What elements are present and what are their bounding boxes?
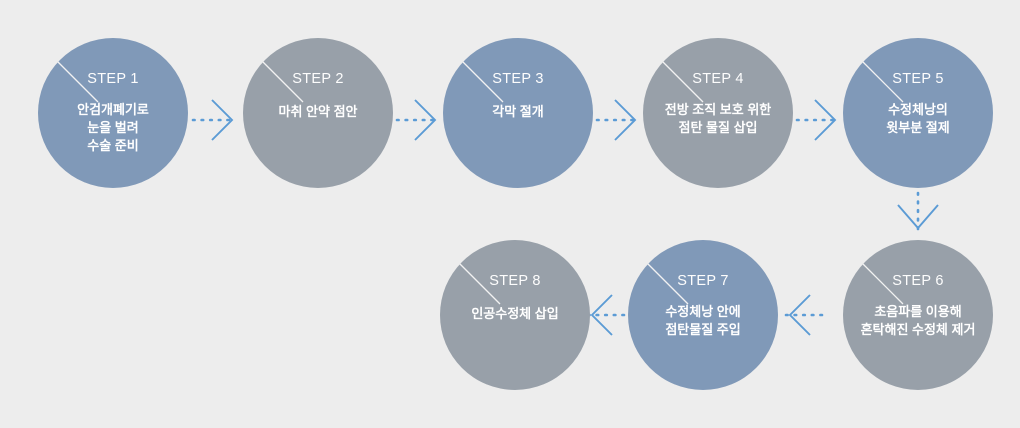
step-node-4[interactable]: STEP 4 전방 조직 보호 위한 점탄 물질 삽입 [643, 38, 793, 188]
step-label-8: STEP 8 [489, 273, 541, 289]
step-node-2[interactable]: STEP 2 마취 안약 점안 [243, 38, 393, 188]
arrow-6-7-icon [784, 294, 830, 336]
step-description-2: 마취 안약 점안 [278, 103, 358, 119]
arrow-1-2-icon [191, 99, 238, 141]
step-label-2: STEP 2 [292, 71, 344, 87]
arrow-5-6-icon [897, 191, 939, 238]
step-description-8: 인공수정체 삽입 [471, 305, 559, 321]
step-node-7[interactable]: STEP 7 수정체낭 안에 점탄물질 주입 [628, 240, 778, 390]
step-node-1[interactable]: STEP 1 안검개폐기로 눈을 벌려 수술 준비 [38, 38, 188, 188]
step-label-7: STEP 7 [677, 273, 729, 289]
step-node-3[interactable]: STEP 3 각막 절개 [443, 38, 593, 188]
step-description-1: 안검개폐기로 눈을 벌려 수술 준비 [77, 101, 149, 154]
step-label-5: STEP 5 [892, 71, 944, 87]
step-description-7: 수정체낭 안에 점탄물질 주입 [665, 303, 741, 337]
step-label-3: STEP 3 [492, 71, 544, 87]
arrow-4-5-icon [795, 99, 840, 141]
step-description-3: 각막 절개 [492, 103, 544, 119]
step-label-6: STEP 6 [892, 273, 944, 289]
step-label-4: STEP 4 [692, 71, 744, 87]
step-description-4: 전방 조직 보호 위한 점탄 물질 삽입 [664, 101, 772, 135]
step-node-6[interactable]: STEP 6 초음파를 이용해 혼탁해진 수정체 제거 [843, 240, 993, 390]
arrow-7-8-icon [586, 294, 632, 336]
step-node-5[interactable]: STEP 5 수정체낭의 윗부분 절제 [843, 38, 993, 188]
arrow-3-4-icon [595, 99, 640, 141]
step-node-8[interactable]: STEP 8 인공수정체 삽입 [440, 240, 590, 390]
arrow-2-3-icon [395, 99, 440, 141]
step-description-5: 수정체낭의 윗부분 절제 [886, 101, 950, 135]
step-description-6: 초음파를 이용해 혼탁해진 수정체 제거 [860, 303, 976, 337]
step-label-1: STEP 1 [87, 71, 139, 87]
